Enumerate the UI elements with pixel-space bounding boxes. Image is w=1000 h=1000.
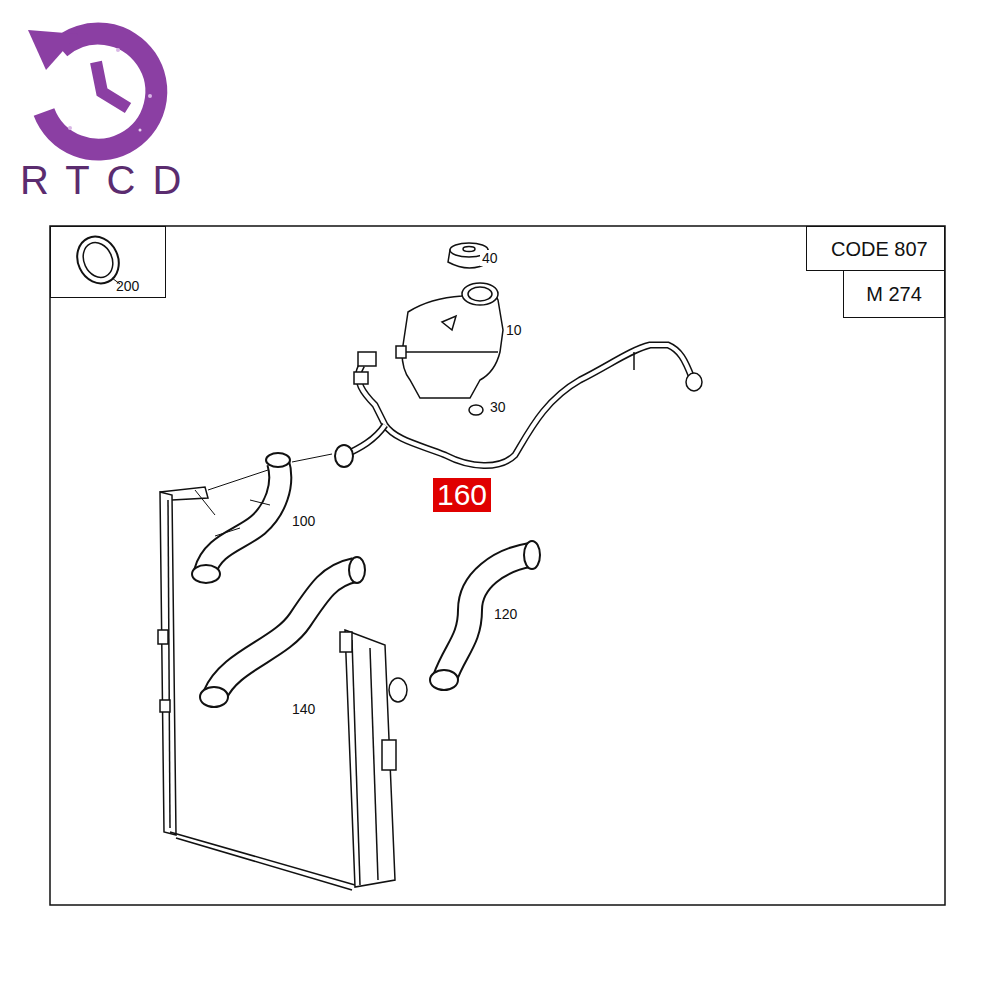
drawing-stroke xyxy=(205,462,280,572)
drawing-stroke xyxy=(168,500,170,828)
drawing-stroke xyxy=(430,670,458,690)
drawing-stroke xyxy=(524,541,540,569)
tank-washer xyxy=(469,405,483,415)
drawing-stroke xyxy=(68,126,72,130)
callout-number: 30 xyxy=(488,399,508,415)
drawing-stroke xyxy=(215,570,355,695)
engine-box: M 274 xyxy=(843,270,945,318)
drawing-stroke xyxy=(370,648,378,880)
brand-name: RTCD xyxy=(20,160,198,200)
leader-line xyxy=(292,454,332,462)
drawing-stroke xyxy=(116,48,120,52)
inset-box: 200 xyxy=(50,226,166,298)
drawing-stroke xyxy=(215,570,355,695)
drawing-stroke xyxy=(404,351,498,353)
hose-160 xyxy=(335,345,702,467)
drawing-stroke xyxy=(200,687,228,707)
drawing-stroke xyxy=(445,555,530,678)
drawing-stroke xyxy=(345,630,395,887)
drawing-stroke xyxy=(633,352,635,370)
leader-line xyxy=(208,470,268,490)
drawing-stroke xyxy=(176,838,352,890)
drawing-stroke xyxy=(160,700,170,712)
drawing-stroke xyxy=(358,352,376,366)
callout-number: 100 xyxy=(290,513,317,529)
diagram-frame xyxy=(50,226,945,905)
drawing-stroke xyxy=(78,238,119,282)
drawing-stroke xyxy=(382,740,396,770)
callout-number: 120 xyxy=(492,606,519,622)
drawing-stroke xyxy=(445,555,530,678)
callout-number: 10 xyxy=(504,322,524,338)
callout-number: 140 xyxy=(290,701,317,717)
box-text: 200 xyxy=(116,279,139,293)
code-box: CODE 807 xyxy=(806,226,945,271)
drawing-stroke xyxy=(195,490,215,515)
drawing-stroke xyxy=(158,630,168,644)
drawing-stroke xyxy=(335,445,353,467)
drawing-stroke xyxy=(389,678,407,702)
drawing-stroke xyxy=(170,832,355,885)
drawing-stroke xyxy=(192,565,220,583)
drawing-stroke xyxy=(349,557,365,583)
drawing-stroke xyxy=(352,640,360,885)
radiator xyxy=(158,487,407,890)
callout-number: 40 xyxy=(480,250,500,266)
drawing-stroke xyxy=(340,632,352,652)
drawing-stroke xyxy=(396,346,406,358)
highlighted-callout: 160 xyxy=(433,478,491,512)
drawing-stroke xyxy=(96,62,128,108)
drawing-stroke xyxy=(28,30,78,70)
drawing-stroke xyxy=(160,492,176,835)
drawing-stroke xyxy=(139,129,142,132)
drawing-stroke xyxy=(148,94,152,98)
drawing-stroke xyxy=(686,373,702,391)
drawing-stroke xyxy=(205,462,280,572)
hose-140 xyxy=(200,557,365,707)
drawing-stroke xyxy=(215,500,270,536)
drawing-stroke xyxy=(442,316,456,330)
drawing-stroke xyxy=(266,453,290,467)
logo-icon xyxy=(28,30,156,150)
hose-120 xyxy=(430,541,540,690)
drawing-stroke xyxy=(468,287,492,301)
box-text: M 274 xyxy=(866,284,922,304)
expansion-tank xyxy=(396,283,503,398)
drawing-stroke xyxy=(462,283,498,305)
box-text: CODE 807 xyxy=(831,239,928,259)
drawing-stroke xyxy=(354,372,368,384)
drawing-stroke xyxy=(463,247,475,252)
hose-100 xyxy=(192,453,290,583)
